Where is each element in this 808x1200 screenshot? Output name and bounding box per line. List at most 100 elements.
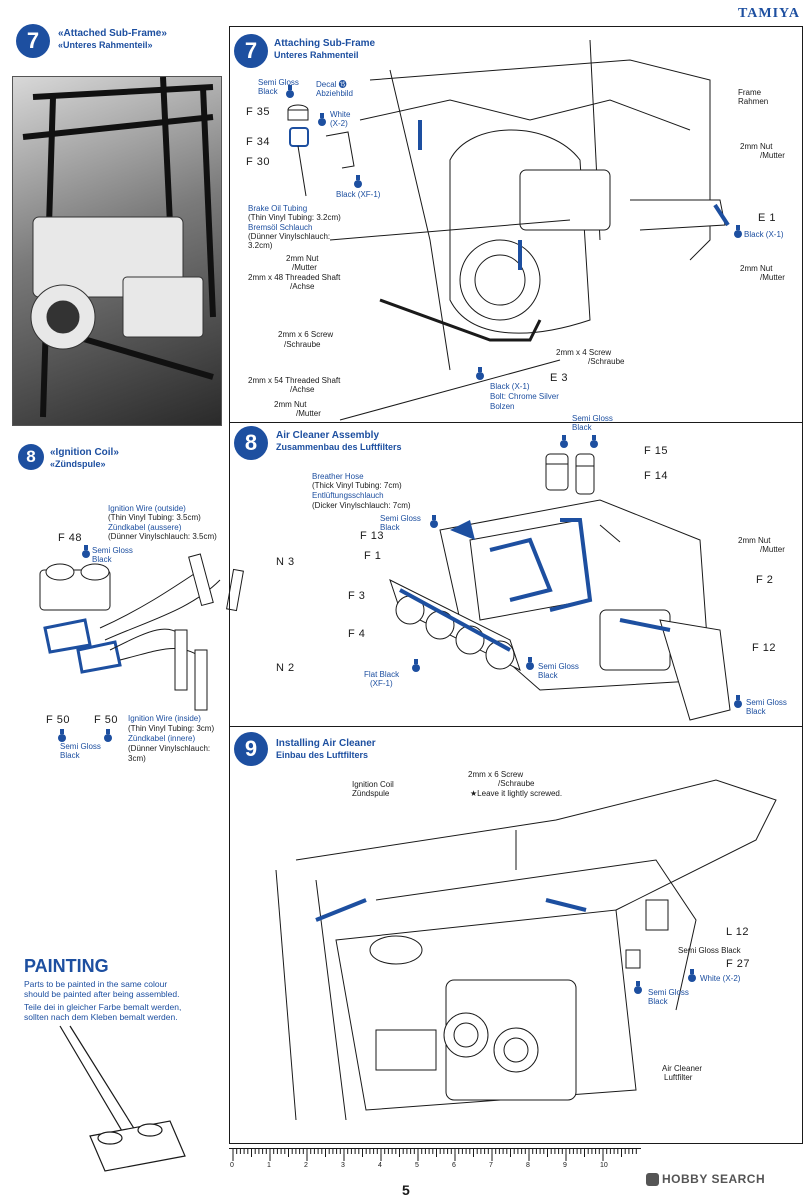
s9-part-l12: L 12 xyxy=(726,926,750,938)
label-wire-in-3: Zündkabel (innere) xyxy=(128,734,196,743)
ruler-label: 3 xyxy=(341,1162,345,1169)
label-sgb-2b: Black xyxy=(60,751,80,760)
step7-left-number: 7 xyxy=(16,24,50,58)
paint-icon xyxy=(58,729,66,742)
watermark: HOBBY SEARCH xyxy=(662,1172,766,1186)
s7-label-sgb2: Black xyxy=(258,87,278,96)
s8-label-sgb-top2: Black xyxy=(572,423,592,432)
s8-label-sgb-r: Semi Gloss xyxy=(746,698,787,707)
s7-label-decal2: Abziehbild xyxy=(316,89,353,98)
painting-de-2: sollten nach dem Kleben bemalt werden. xyxy=(24,1012,178,1022)
ignition-coil-drawing xyxy=(39,553,244,711)
s8-label-sgb-l2: Black xyxy=(380,523,400,532)
s7-label-brake3: Bremsöl Schlauch xyxy=(248,223,313,232)
label-wire-out-2: (Thin Vinyl Tubing: 3.5cm) xyxy=(108,513,201,522)
panel-divider-8-9 xyxy=(229,726,802,727)
s8-label-nut: 2mm Nut xyxy=(738,536,771,545)
label-wire-in-5: 3cm) xyxy=(128,754,146,763)
s8-label-sgb-m2: Black xyxy=(538,671,558,680)
label-sgb-2: Semi Gloss xyxy=(60,742,101,751)
ruler-label: 7 xyxy=(489,1162,493,1169)
s7-label-shaft54: 2mm x 54 Threaded Shaft xyxy=(248,376,341,385)
ruler-label: 5 xyxy=(415,1162,419,1169)
painting-en-2: should be painted after being assembled. xyxy=(24,989,180,999)
paint-icon xyxy=(286,85,294,98)
s7-label-nut2a: 2mm Nut xyxy=(286,254,319,263)
ruler-label: 8 xyxy=(526,1162,530,1169)
paint-icon xyxy=(430,515,438,528)
panel-divider-7-8 xyxy=(229,422,802,423)
s7-label-nut2c: 2mm Nut xyxy=(740,142,773,151)
painting-de-1: Teile dei in gleicher Farbe bemalt werde… xyxy=(24,1002,182,1012)
paint-icon xyxy=(634,981,642,994)
s7-label-shaft54b: /Achse xyxy=(290,385,315,394)
s7-part-f34: F 34 xyxy=(246,136,271,148)
label-sgb-1: Semi Gloss xyxy=(92,546,133,555)
paint-icon xyxy=(560,435,568,448)
s8-label-flat1: Flat Black xyxy=(364,670,400,679)
s9-label-sgb: Semi Gloss Black xyxy=(678,946,741,955)
paint-icon xyxy=(82,545,90,558)
s8-part-f4: F 4 xyxy=(348,628,366,640)
painting-en-1: Parts to be painted in the same colour xyxy=(24,979,168,989)
s7-label-e3a: Black (X-1) xyxy=(490,382,530,391)
ruler-label: 4 xyxy=(378,1162,382,1169)
s7-label-screw4b: /Schraube xyxy=(588,357,625,366)
ruler-label: 9 xyxy=(563,1162,567,1169)
step8-left-title-de: «Zündspule» xyxy=(50,459,106,469)
s9-label-screw2: /Schraube xyxy=(498,779,535,788)
paint-icon xyxy=(734,225,742,238)
main-panel-border xyxy=(229,26,803,1144)
painting-title: PAINTING xyxy=(24,956,109,976)
part-f50b: F 50 xyxy=(94,714,119,726)
s8-label-sgb-l: Semi Gloss xyxy=(380,514,421,523)
s7-part-f30: F 30 xyxy=(246,156,271,168)
label-wire-out-3: Zündkabel (aussere) xyxy=(108,523,182,532)
parts-f14-f15-drawing xyxy=(545,453,595,495)
label-wire-in-1: Ignition Wire (inside) xyxy=(128,714,201,723)
ruler-label: 1 xyxy=(267,1162,271,1169)
s7-label-brake2: (Thin Vinyl Tubing: 3.2cm) xyxy=(248,213,341,222)
s8-label-hose3: Entlüftungsschlauch xyxy=(312,491,384,500)
sub-frame-photo xyxy=(12,76,222,426)
step7-left-title-en: «Attached Sub-Frame» xyxy=(58,28,167,39)
s8-part-f13: F 13 xyxy=(360,530,385,542)
s7-label-brake5: 3.2cm) xyxy=(248,241,273,250)
s7-label-white2: (X-2) xyxy=(330,119,348,128)
s8-label-flat2: (XF-1) xyxy=(370,679,393,688)
step8-title-en: Air Cleaner Assembly xyxy=(276,430,380,441)
paint-icon xyxy=(412,659,420,672)
paint-icon xyxy=(526,657,534,670)
s9-label-air2: Luftfilter xyxy=(664,1073,693,1082)
s7-part-f35: F 35 xyxy=(246,106,271,118)
label-wire-out-1: Ignition Wire (outside) xyxy=(108,504,186,513)
s8-label-hose1: Breather Hose xyxy=(312,472,364,481)
step7-left-title-de: «Unteres Rahmenteil» xyxy=(58,40,153,50)
s8-part-f1: F 1 xyxy=(364,550,382,562)
installation-drawing xyxy=(275,779,777,1121)
s7-label-nut2d2: /Mutter xyxy=(760,273,785,282)
brand-logo: TAMIYA xyxy=(737,6,800,21)
s7-label-nut2b2: /Mutter xyxy=(296,409,321,418)
s9-label-coil1: Ignition Coil xyxy=(352,780,394,789)
paint-icon xyxy=(104,729,112,742)
s8-label-sgb-r2: Black xyxy=(746,707,766,716)
reservoir-drawing xyxy=(287,104,355,197)
step7-title-de: Unteres Rahmenteil xyxy=(274,50,359,60)
s8-part-f12: F 12 xyxy=(752,642,777,654)
label-wire-out-4: (Dünner Vinylschlauch: 3.5cm) xyxy=(108,532,217,541)
s9-label-air1: Air Cleaner xyxy=(662,1064,703,1073)
step7-number: 7 xyxy=(234,34,268,68)
paint-icon xyxy=(476,367,484,380)
s7-label-nut2a2: /Mutter xyxy=(292,263,317,272)
part-n3: N 3 xyxy=(276,556,295,568)
s7-part-e1: E 1 xyxy=(758,212,777,224)
s8-part-f14: F 14 xyxy=(644,470,669,482)
s7-label-e3c: Bolzen xyxy=(490,402,515,411)
part-f48: F 48 xyxy=(58,532,83,544)
s7-label-decal: Decal ⓯ xyxy=(316,80,347,89)
ruler-label: 10 xyxy=(600,1162,608,1169)
ruler-label: 0 xyxy=(230,1162,234,1169)
part-n2: N 2 xyxy=(276,662,295,674)
label-sgb-1b: Black xyxy=(92,555,112,564)
